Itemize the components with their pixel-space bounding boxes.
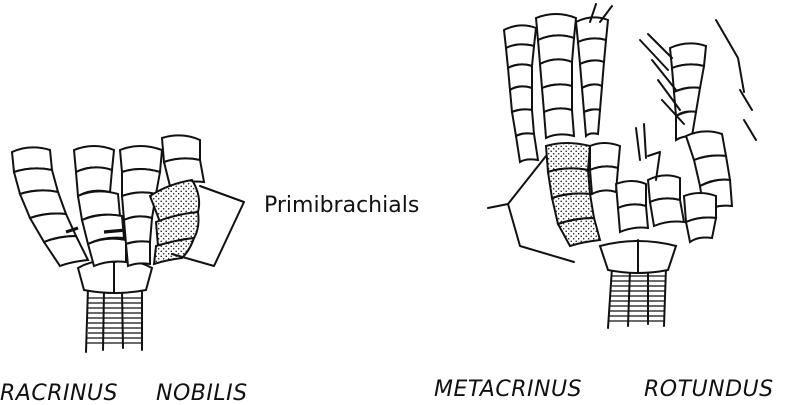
right-arm-1 [504,25,538,162]
right-arm-3 [576,4,612,136]
right-species-caption: METACRINUS ROTUNDUS [434,377,774,402]
right-genus-label: METACRINUS [434,377,582,402]
left-specimen-drawing [12,135,204,352]
right-cup [600,240,676,273]
right-specimen-drawing [504,4,756,328]
right-arm-2 [536,14,576,138]
primibrachials-label: Primibrachials [264,193,419,218]
left-stem [86,288,142,352]
left-species-label: NOBILIS [156,381,248,405]
left-species-caption: RACRINUS NOBILIS [0,381,248,405]
primibrachials-callout: Primibrachials [172,156,574,266]
left-genus-label: RACRINUS [0,381,118,405]
right-stem [608,268,666,328]
left-cup [78,261,152,293]
right-species-label: ROTUNDUS [644,377,774,402]
right-arm-5 [546,143,620,246]
right-primibrachial-4 [558,218,600,246]
